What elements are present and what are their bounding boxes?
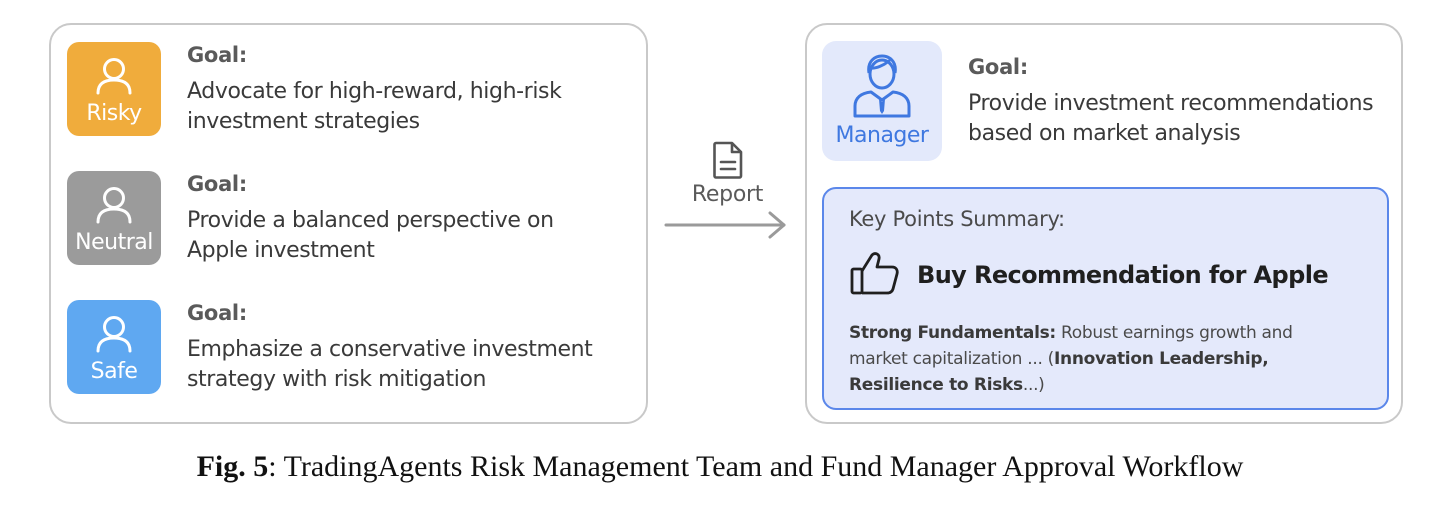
goal-line: Apple investment [187,238,375,263]
summary-text: market capitalization ... ( [849,349,1054,369]
risky-goal: Goal: Advocate for high-reward, high-ris… [187,43,562,137]
summary-title: Buy Recommendation for Apple [917,261,1329,289]
risk-team-panel: Risky Goal: Advocate for high-reward, hi… [49,23,648,424]
neutral-goal: Goal: Provide a balanced perspective on … [187,172,554,266]
summary-text: Robust earnings growth and [1055,323,1293,343]
figure-caption: Fig. 5: TradingAgents Risk Management Te… [0,450,1440,484]
arrow-right-icon [664,211,786,239]
goal-text: Advocate for high-reward, high-risk inve… [187,77,562,137]
summary-line: Resilience to Risks...) [849,372,1379,398]
person-icon [96,187,132,224]
goal-line: Advocate for high-reward, high-risk [187,79,562,104]
goal-label: Goal: [968,55,1028,79]
goal-text: Provide a balanced perspective on Apple … [187,206,554,266]
goal-line: strategy with risk mitigation [187,367,487,392]
person-icon [96,58,132,95]
report-label: Report [691,182,764,207]
goal-text: Provide investment recommendations based… [968,89,1374,149]
caption-text: : TradingAgents Risk Management Team and… [268,450,1244,483]
summary-line: Strong Fundamentals: Robust earnings gro… [849,320,1379,346]
manager-tile: Manager [822,41,942,161]
person-icon [96,316,132,353]
safe-goal: Goal: Emphasize a conservative investmen… [187,301,593,395]
caption-prefix: Fig. 5 [196,450,269,483]
goal-label: Goal: [187,301,247,325]
manager-goal: Goal: Provide investment recommendations… [968,55,1374,149]
report-flow: Report [660,135,795,250]
risky-agent-label: Risky [86,101,142,126]
goal-line: Provide investment recommendations [968,91,1374,116]
goal-label: Goal: [187,172,247,196]
safe-agent-tile: Safe [67,300,161,394]
summary-line: market capitalization ... (Innovation Le… [849,346,1379,372]
summary-bold: Resilience to Risks [849,375,1023,395]
manager-panel: Manager Goal: Provide investment recomme… [805,23,1403,424]
goal-text: Emphasize a conservative investment stra… [187,335,593,395]
manager-label: Manager [835,123,929,148]
summary-heading: Key Points Summary: [849,207,1065,231]
safe-agent-label: Safe [90,359,138,384]
summary-bold: Innovation Leadership, [1054,349,1269,369]
goal-line: investment strategies [187,109,420,134]
risky-agent-tile: Risky [67,42,161,136]
goal-line: Provide a balanced perspective on [187,208,554,233]
goal-line: Emphasize a conservative investment [187,337,593,362]
summary-body: Strong Fundamentals: Robust earnings gro… [849,320,1379,398]
thumbs-up-icon [850,252,899,295]
manager-person-icon [853,54,911,118]
neutral-agent-tile: Neutral [67,171,161,265]
summary-bold: Strong Fundamentals: [849,323,1056,343]
goal-label: Goal: [187,43,247,67]
goal-line: based on market analysis [968,121,1241,146]
document-icon [713,141,743,179]
key-points-summary: Key Points Summary: Buy Recommendation f… [822,187,1389,410]
summary-text: ...) [1022,375,1045,395]
neutral-agent-label: Neutral [75,230,153,255]
